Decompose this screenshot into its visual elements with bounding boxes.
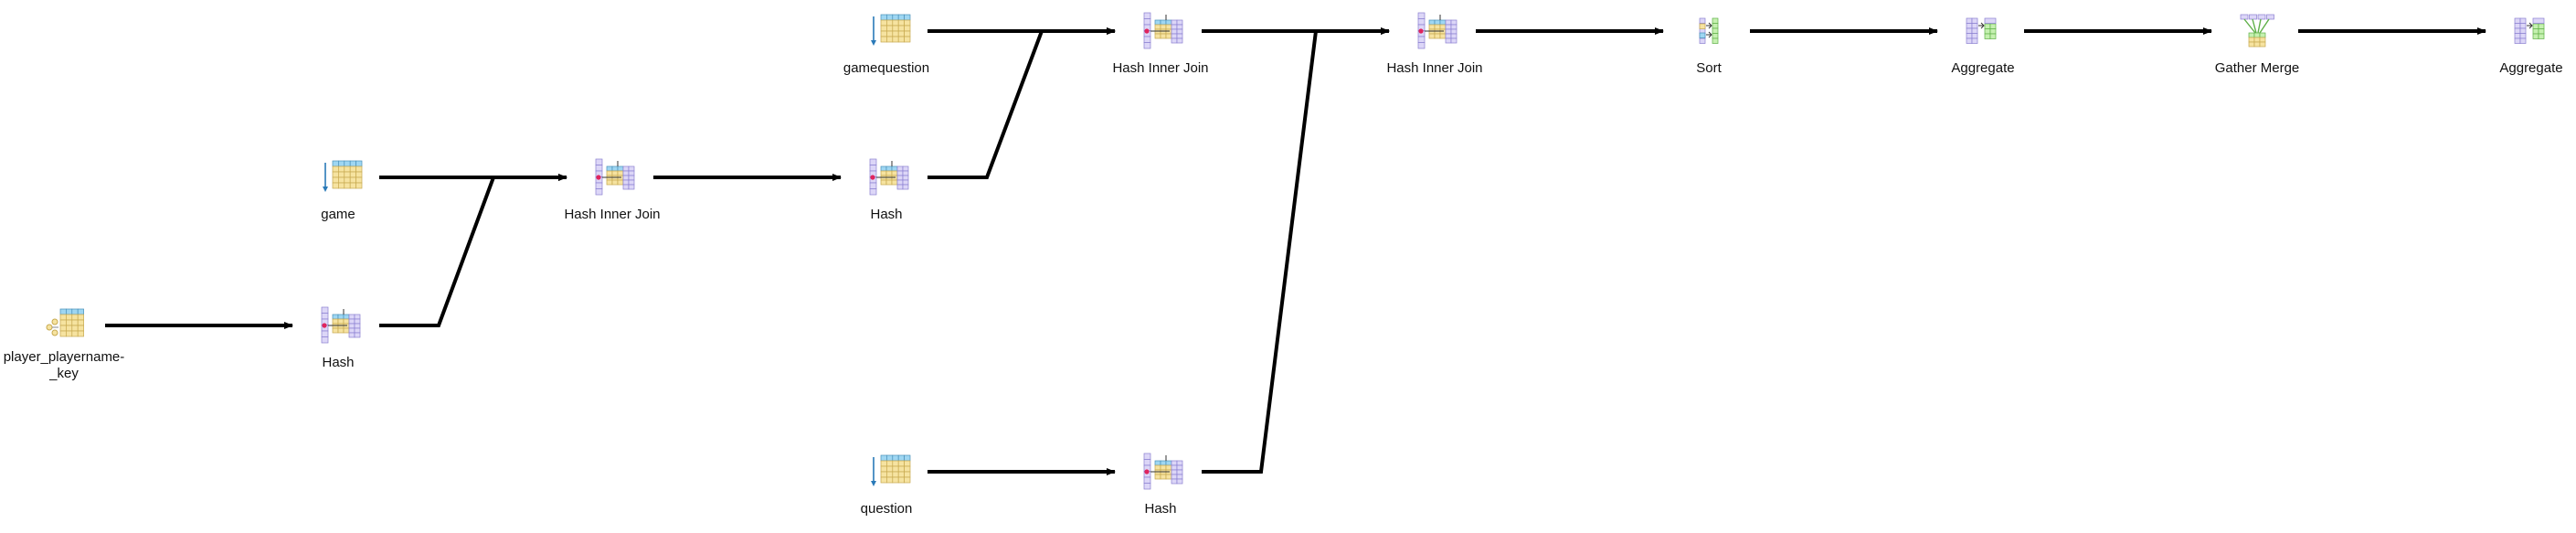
plan-node-n7[interactable]: Hash Inner Join	[1112, 12, 1209, 76]
hash-icon	[321, 306, 361, 344]
plan-node-n5[interactable]: Hash	[869, 158, 909, 222]
aggregate-icon	[1966, 17, 1997, 44]
node-label: player_playername-	[4, 349, 125, 365]
plan-node-n8[interactable]: question	[861, 454, 913, 517]
edge-n5-n7	[928, 27, 1116, 179]
plan-node-n2[interactable]: Hash	[321, 306, 361, 370]
index-scan-icon	[46, 308, 84, 337]
plan-node-n9[interactable]: Hash	[1143, 453, 1183, 517]
node-label: Hash	[322, 355, 354, 370]
node-label: Aggregate	[2499, 60, 2562, 76]
node-label: gamequestion	[843, 60, 929, 76]
node-label: Aggregate	[1951, 60, 2014, 76]
plan-node-n4[interactable]: Hash Inner Join	[564, 158, 661, 222]
gather-merge-icon	[2240, 14, 2274, 48]
plan-node-n13[interactable]: Gather Merge	[2215, 14, 2300, 76]
node-label: Hash Inner Join	[1112, 60, 1208, 76]
node-label: Sort	[1696, 60, 1722, 76]
plan-node-n14[interactable]: Aggregate	[2499, 17, 2563, 76]
edges-layer	[105, 27, 2486, 475]
plan-node-n10[interactable]: Hash Inner Join	[1386, 12, 1483, 76]
plan-node-n1[interactable]: player_playername-_key	[4, 308, 125, 381]
seq-scan-icon	[871, 454, 911, 486]
seq-scan-icon	[871, 14, 911, 46]
plan-node-n6[interactable]: gamequestion	[843, 14, 929, 76]
node-label: game	[321, 207, 355, 222]
node-label: Hash Inner Join	[564, 207, 660, 222]
edge-n9-n10	[1202, 27, 1390, 474]
hash-icon	[1143, 453, 1183, 490]
hash-join-icon	[1143, 12, 1183, 49]
plan-node-n12[interactable]: Aggregate	[1951, 17, 2015, 76]
hash-join-icon	[595, 158, 635, 196]
hash-icon	[869, 158, 909, 196]
node-label: Hash	[870, 207, 902, 222]
edge-n2-n4	[379, 174, 567, 327]
node-label: question	[861, 501, 913, 517]
hash-join-icon	[1417, 12, 1458, 49]
aggregate-icon	[2514, 17, 2545, 44]
plan-node-n3[interactable]: game	[321, 160, 363, 222]
sort-icon	[1699, 17, 1719, 44]
node-label-line2: _key	[48, 366, 79, 381]
node-label: Hash	[1144, 501, 1176, 517]
node-label: Gather Merge	[2215, 60, 2300, 76]
plan-node-n11[interactable]: Sort	[1696, 17, 1723, 76]
seq-scan-icon	[323, 160, 363, 192]
node-label: Hash Inner Join	[1386, 60, 1482, 76]
